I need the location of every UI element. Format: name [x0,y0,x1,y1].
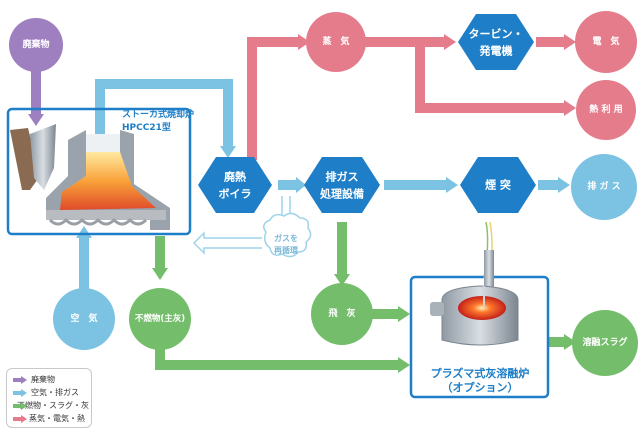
legend-item-incombustibles: 不燃物・スラグ・灰 [13,399,89,412]
incinerator-frame [6,107,192,236]
svg-text:排ガス: 排ガス [326,170,359,184]
svg-text:ボイラ: ボイラ [219,187,252,201]
recirculation-label-line2: 再循環 [274,245,299,255]
svg-text:発電機: 発電機 [479,44,513,58]
svg-text:溶融スラグ: 溶融スラグ [582,336,627,348]
melting-furnace-title-line1: プラズマ式灰溶融炉 [431,366,530,380]
hex-turbine-generator: タービン・ 発電機 [458,14,534,70]
recirculation-arrow: ガスを 再循環 [192,196,312,258]
svg-text:煙 突: 煙 突 [485,178,511,192]
node-waste: 廃棄物 [9,18,63,72]
hex-gas-treatment: 排ガス 処理設備 [304,157,380,213]
hex-waste-heat-boiler: 廃熱 ボイラ [198,157,272,213]
svg-text:廃熱: 廃熱 [224,170,246,184]
node-incombustibles: 不燃物(主灰) [129,288,191,350]
boiler-to-steam-arrow [247,37,300,160]
svg-text:処理設備: 処理設備 [319,187,364,201]
pink-flows [247,34,576,160]
node-fly-ash: 飛 灰 [311,283,373,345]
node-exhaust-gas: 排 ガ ス [571,154,637,220]
node-steam: 蒸 気 [306,12,366,72]
svg-text:電 気: 電 気 [592,35,619,47]
steam-to-heat-arrow [415,42,566,113]
legend-arrow-icon [13,414,27,423]
svg-text:廃棄物: 廃棄物 [22,38,49,50]
svg-text:蒸 気: 蒸 気 [322,35,349,47]
plasma-melting-furnace-illustration [430,221,519,346]
legend: 廃棄物 空気・排ガス 不燃物・スラグ・灰 蒸気・電気・熱 [6,368,92,428]
node-electricity: 電 気 [575,11,637,73]
svg-text:熱 利 用: 熱 利 用 [589,103,622,115]
incinerator-to-boiler-arrow [95,79,233,150]
svg-text:空 気: 空 気 [70,312,97,324]
melting-furnace-title-line2: （オプション） [442,380,519,394]
legend-item-waste: 廃棄物 [13,373,85,386]
stoker-incinerator-illustration [10,124,170,230]
incinerator-title-line1: ストーカ式焼却炉 [122,108,194,120]
node-air: 空 気 [53,288,115,350]
incinerator-title-line2: HPCC21型 [122,121,171,133]
legend-arrow-icon [13,375,27,384]
hex-chimney: 煙 突 [460,157,536,213]
node-heat-use: 熱 利 用 [576,80,636,140]
svg-text:不燃物(主灰): 不燃物(主灰) [135,313,185,324]
svg-text:タービン・: タービン・ [469,27,524,41]
legend-item-air-exhaust: 空気・排ガス [13,386,85,399]
node-molten-slag: 溶融スラグ [572,310,638,376]
svg-text:飛 灰: 飛 灰 [327,307,355,319]
green-flows [152,222,576,373]
recirculation-label-line1: ガスを [274,233,298,243]
legend-item-steam-electric-heat: 蒸気・電気・熱 [13,412,85,425]
svg-text:排 ガ ス: 排 ガ ス [587,180,620,192]
legend-arrow-icon [13,388,27,397]
